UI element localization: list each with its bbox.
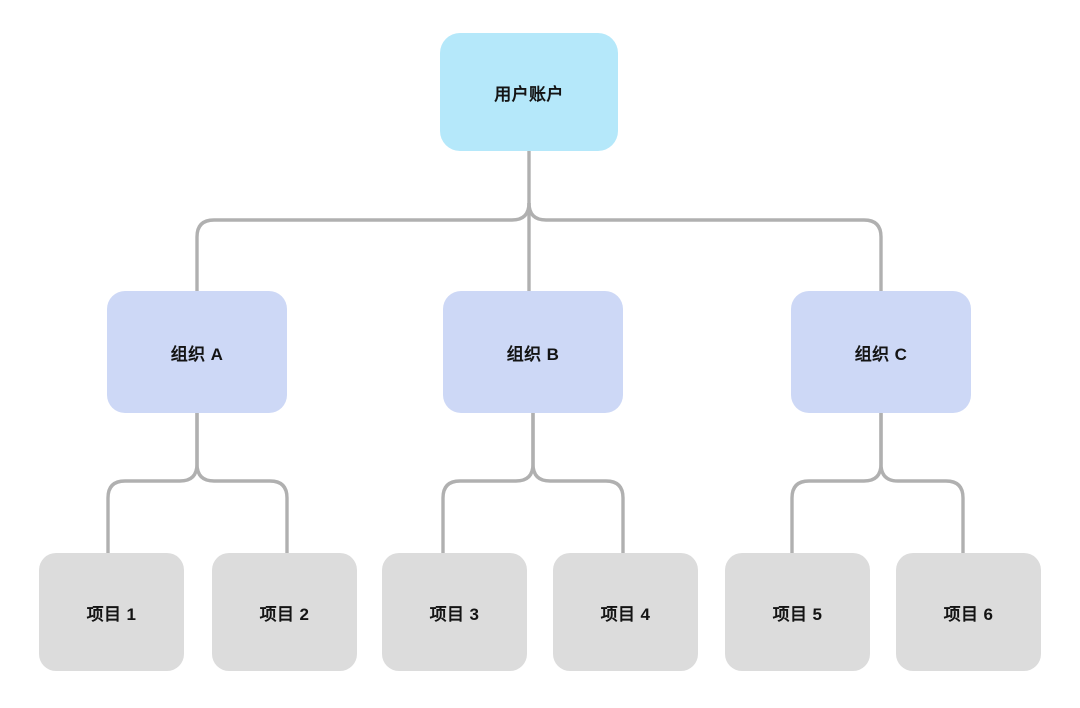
- node-label: 项目 5: [772, 604, 823, 624]
- node-project-2[interactable]: 项目 2: [212, 553, 357, 671]
- node-label: 项目 1: [86, 604, 137, 624]
- node-label: 组织 B: [506, 344, 560, 364]
- node-project-5[interactable]: 项目 5: [725, 553, 870, 671]
- edge-org-c-project-5: [790, 413, 883, 553]
- edge-org-c-project-6: [879, 413, 965, 553]
- node-project-3[interactable]: 项目 3: [382, 553, 527, 671]
- node-project-6[interactable]: 项目 6: [896, 553, 1041, 671]
- node-label: 项目 4: [600, 604, 651, 624]
- node-label: 用户账户: [494, 84, 564, 104]
- node-org-c[interactable]: 组织 C: [791, 291, 971, 413]
- edge-org-a-project-2: [195, 413, 289, 553]
- edge-org-b-project-4: [531, 413, 625, 553]
- node-label: 项目 2: [259, 604, 310, 624]
- node-label: 项目 6: [943, 604, 994, 624]
- node-label: 组织 C: [854, 344, 908, 364]
- node-label: 项目 3: [429, 604, 480, 624]
- node-org-b[interactable]: 组织 B: [443, 291, 623, 413]
- node-user-account[interactable]: 用户账户: [440, 33, 618, 151]
- edge-org-b-project-3: [441, 413, 535, 553]
- node-project-1[interactable]: 项目 1: [39, 553, 184, 671]
- node-label: 组织 A: [170, 344, 224, 364]
- node-project-4[interactable]: 项目 4: [553, 553, 698, 671]
- edge-org-a-project-1: [106, 413, 199, 553]
- edge-root-org-c: [527, 202, 883, 291]
- node-org-a[interactable]: 组织 A: [107, 291, 287, 413]
- edge-root-org-a: [195, 202, 531, 291]
